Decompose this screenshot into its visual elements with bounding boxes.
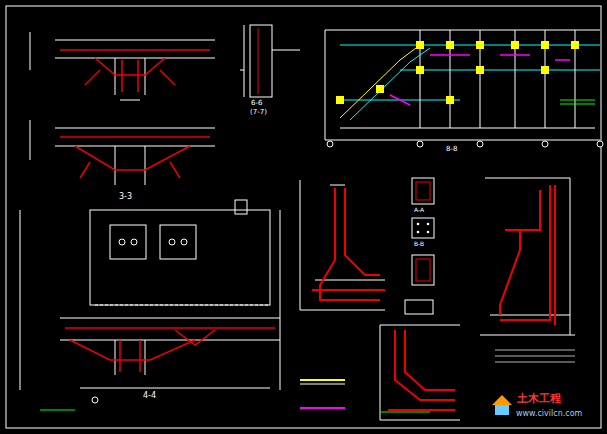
section-label: (7-7) <box>249 109 268 117</box>
section-label: A-A <box>413 207 425 214</box>
section-label: B-B <box>413 241 425 248</box>
section-label: 4-4 <box>142 392 157 401</box>
section-label: 3-3 <box>118 193 133 202</box>
section-label: 8-8 <box>445 146 458 154</box>
watermark-text: 土木工程 <box>516 393 562 405</box>
watermark-url: www.civilcn.com <box>515 410 583 419</box>
section-label: 6-6 <box>250 100 263 108</box>
